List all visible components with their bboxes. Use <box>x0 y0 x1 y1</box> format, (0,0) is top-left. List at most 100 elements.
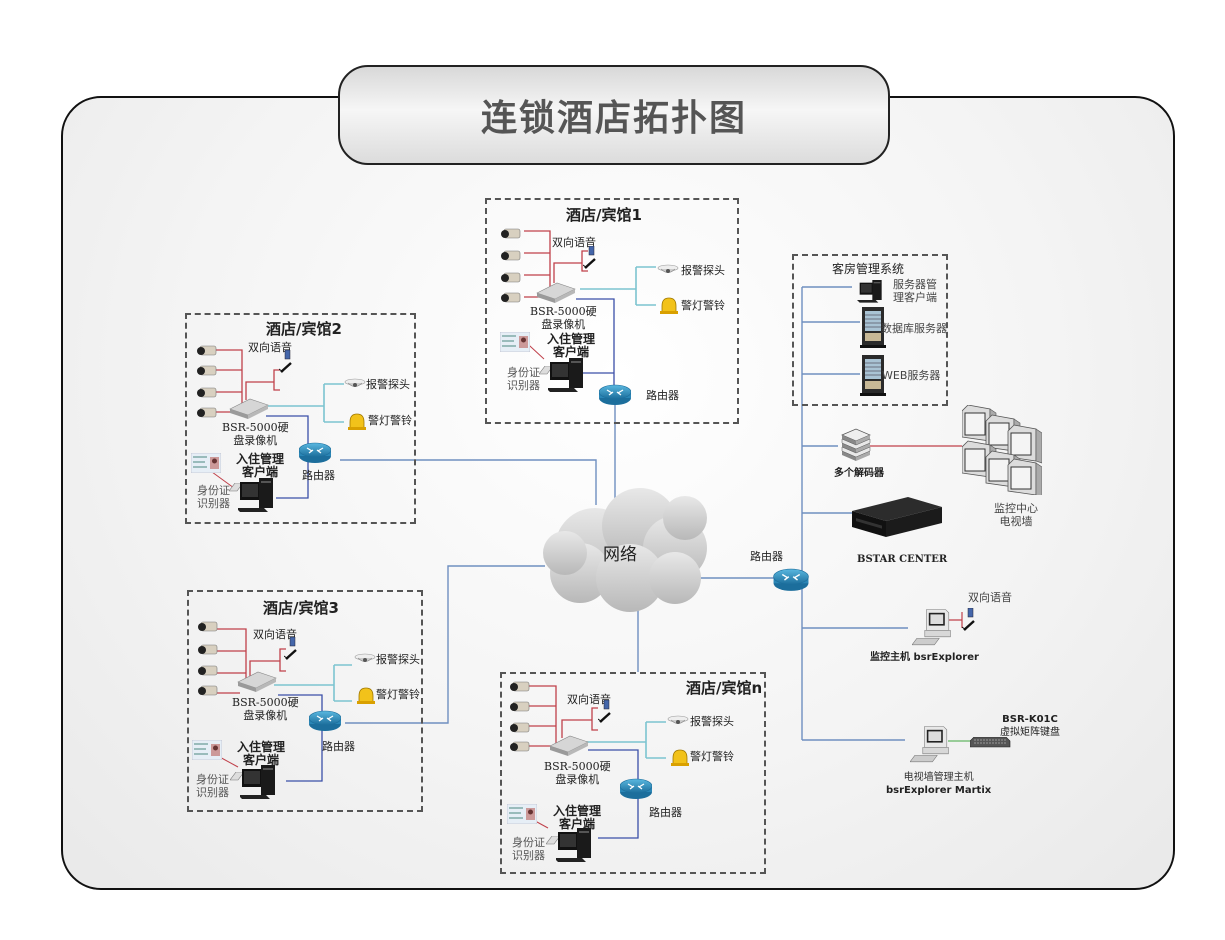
camera-icon <box>197 685 218 696</box>
checkin-client-label: 入住管理客户端 <box>553 804 602 831</box>
title-banner: 连锁酒店拓扑图 <box>338 65 890 165</box>
id-reader-label: 身份证识别器 <box>507 366 540 392</box>
alarm-probe-label: 报警探头 <box>366 378 410 391</box>
id-card-icon <box>192 740 222 760</box>
camera-icon <box>509 681 530 692</box>
checkin-pc-icon <box>240 765 275 799</box>
network-cloud-icon <box>543 488 707 612</box>
checkin-pc-icon <box>556 828 591 862</box>
id-card-icon <box>507 804 537 824</box>
checkin-client-label: 入住管理客户端 <box>547 332 596 359</box>
camera-icon <box>196 407 217 418</box>
alarm-bell-label: 警灯警铃 <box>376 688 420 701</box>
matrix-keyboard-icon[interactable] <box>970 737 1012 749</box>
bstar-center-server-icon <box>852 497 942 537</box>
camera-icon <box>197 665 218 676</box>
checkin-pc-icon <box>238 478 273 512</box>
web-server-label: WEB服务器 <box>882 369 941 382</box>
camera-icon <box>509 701 530 712</box>
decoder-icon <box>841 428 871 462</box>
camera-icon <box>197 621 218 632</box>
server-client-pc-icon <box>857 280 882 303</box>
microphone-icon <box>598 700 612 724</box>
tvwall-host-label: 电视墙管理主机 bsrExplorer Martix <box>886 772 992 796</box>
monitor-audio-link <box>948 612 963 628</box>
alarm-bell-icon <box>659 297 679 314</box>
camera-icon <box>197 644 218 655</box>
router-icon[interactable] <box>599 384 631 406</box>
camera-icon <box>500 272 521 283</box>
hotelN-box <box>500 672 766 874</box>
center-router-label: 路由器 <box>750 550 783 563</box>
monitor-host-label: 监控主机 bsrExplorer <box>870 652 979 663</box>
alarm-probe-icon <box>354 653 376 663</box>
dvr-icon <box>549 735 589 757</box>
router-icon[interactable] <box>309 710 341 732</box>
alarm-bell-icon <box>670 749 690 766</box>
network-label: 网络 <box>603 545 637 565</box>
hotelN-title: 酒店/宾馆n <box>686 679 763 697</box>
id-card-icon <box>191 453 221 473</box>
microphone-icon <box>962 608 976 632</box>
dvr-label: BSR-5000硬盘录像机 <box>222 421 289 447</box>
router-icon[interactable] <box>620 778 652 800</box>
two-way-audio-label: 双向语音 <box>253 628 297 641</box>
alarm-probe-icon <box>667 715 689 725</box>
id-reader-label: 身份证识别器 <box>196 773 229 799</box>
id-card-icon <box>500 332 530 352</box>
uplink-hotel3 <box>345 565 545 724</box>
hotel2-title: 酒店/宾馆2 <box>266 320 342 338</box>
room-mgmt-box <box>792 254 948 406</box>
monitor-host-pc-icon <box>912 609 951 646</box>
db-server-label: 数据库服务器 <box>881 322 947 335</box>
router-label: 路由器 <box>649 806 682 819</box>
router-label: 路由器 <box>322 740 355 753</box>
router-icon[interactable] <box>299 442 331 464</box>
camera-icon <box>196 345 217 356</box>
uplink-hotel2 <box>340 459 597 505</box>
router-label: 路由器 <box>302 469 335 482</box>
alarm-bell-icon <box>347 413 367 430</box>
alarm-probe-label: 报警探头 <box>681 264 725 277</box>
server-client-label: 服务器管理客户端 <box>893 278 937 304</box>
keyboard-label: BSR-K01C 虚拟矩阵键盘 <box>1000 714 1060 738</box>
alarm-probe-icon <box>344 378 366 388</box>
camera-icon <box>509 741 530 752</box>
dvr-icon <box>237 671 277 693</box>
dvr-label: BSR-5000硬盘录像机 <box>530 305 597 331</box>
hotel3-title: 酒店/宾馆3 <box>263 599 339 617</box>
two-way-audio-label: 双向语音 <box>552 236 596 249</box>
two-way-audio-label: 双向语音 <box>248 341 292 354</box>
alarm-bell-label: 警灯警铃 <box>368 414 412 427</box>
id-reader-label: 身份证识别器 <box>197 484 230 510</box>
hotel1-box <box>485 198 739 424</box>
alarm-probe-label: 报警探头 <box>690 715 734 728</box>
alarm-bell-label: 警灯警铃 <box>681 299 725 312</box>
hotel1-title: 酒店/宾馆1 <box>566 206 642 224</box>
alarm-bell-label: 警灯警铃 <box>690 750 734 763</box>
dvr-label: BSR-5000硬盘录像机 <box>232 696 299 722</box>
camera-icon <box>500 292 521 303</box>
checkin-pc-icon <box>548 358 583 392</box>
camera-icon <box>500 250 521 261</box>
dvr-icon <box>229 398 269 420</box>
monitor-audio-label: 双向语音 <box>968 591 1012 604</box>
center-router-icon[interactable] <box>772 568 810 592</box>
dvr-label: BSR-5000硬盘录像机 <box>544 760 611 786</box>
hotel2-box <box>185 313 416 524</box>
tv-wall-icon <box>962 405 1042 495</box>
hotel3-box <box>187 590 423 812</box>
id-reader-label: 身份证识别器 <box>512 836 545 862</box>
room-mgmt-title: 客房管理系统 <box>832 262 905 276</box>
two-way-audio-label: 双向语音 <box>567 693 611 706</box>
camera-icon <box>196 365 217 376</box>
tvwall-host-pc-icon <box>910 726 949 763</box>
checkin-client-label: 入住管理客户端 <box>237 740 286 767</box>
alarm-bell-icon <box>356 687 376 704</box>
tv-wall-label: 监控中心电视墙 <box>994 502 1038 528</box>
camera-icon <box>509 722 530 733</box>
dvr-icon <box>536 282 576 304</box>
microphone-icon <box>279 350 293 374</box>
bstar-center-label: BSTAR CENTER <box>857 554 948 565</box>
